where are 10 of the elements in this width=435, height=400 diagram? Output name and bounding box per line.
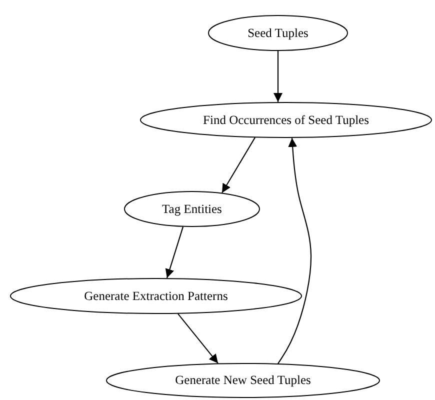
node-label: Generate Extraction Patterns	[84, 288, 228, 304]
arrow	[165, 226, 184, 278]
node-label: Generate New Seed Tuples	[175, 373, 311, 388]
arrow	[278, 138, 312, 364]
arrow	[178, 313, 218, 364]
node-label: Tag Entities	[162, 202, 222, 216]
node-label: Find Occurrences of Seed Tuples	[203, 112, 369, 128]
node-label: Seed Tuples	[248, 26, 308, 40]
arrow	[274, 51, 282, 102]
arrow	[222, 137, 256, 194]
